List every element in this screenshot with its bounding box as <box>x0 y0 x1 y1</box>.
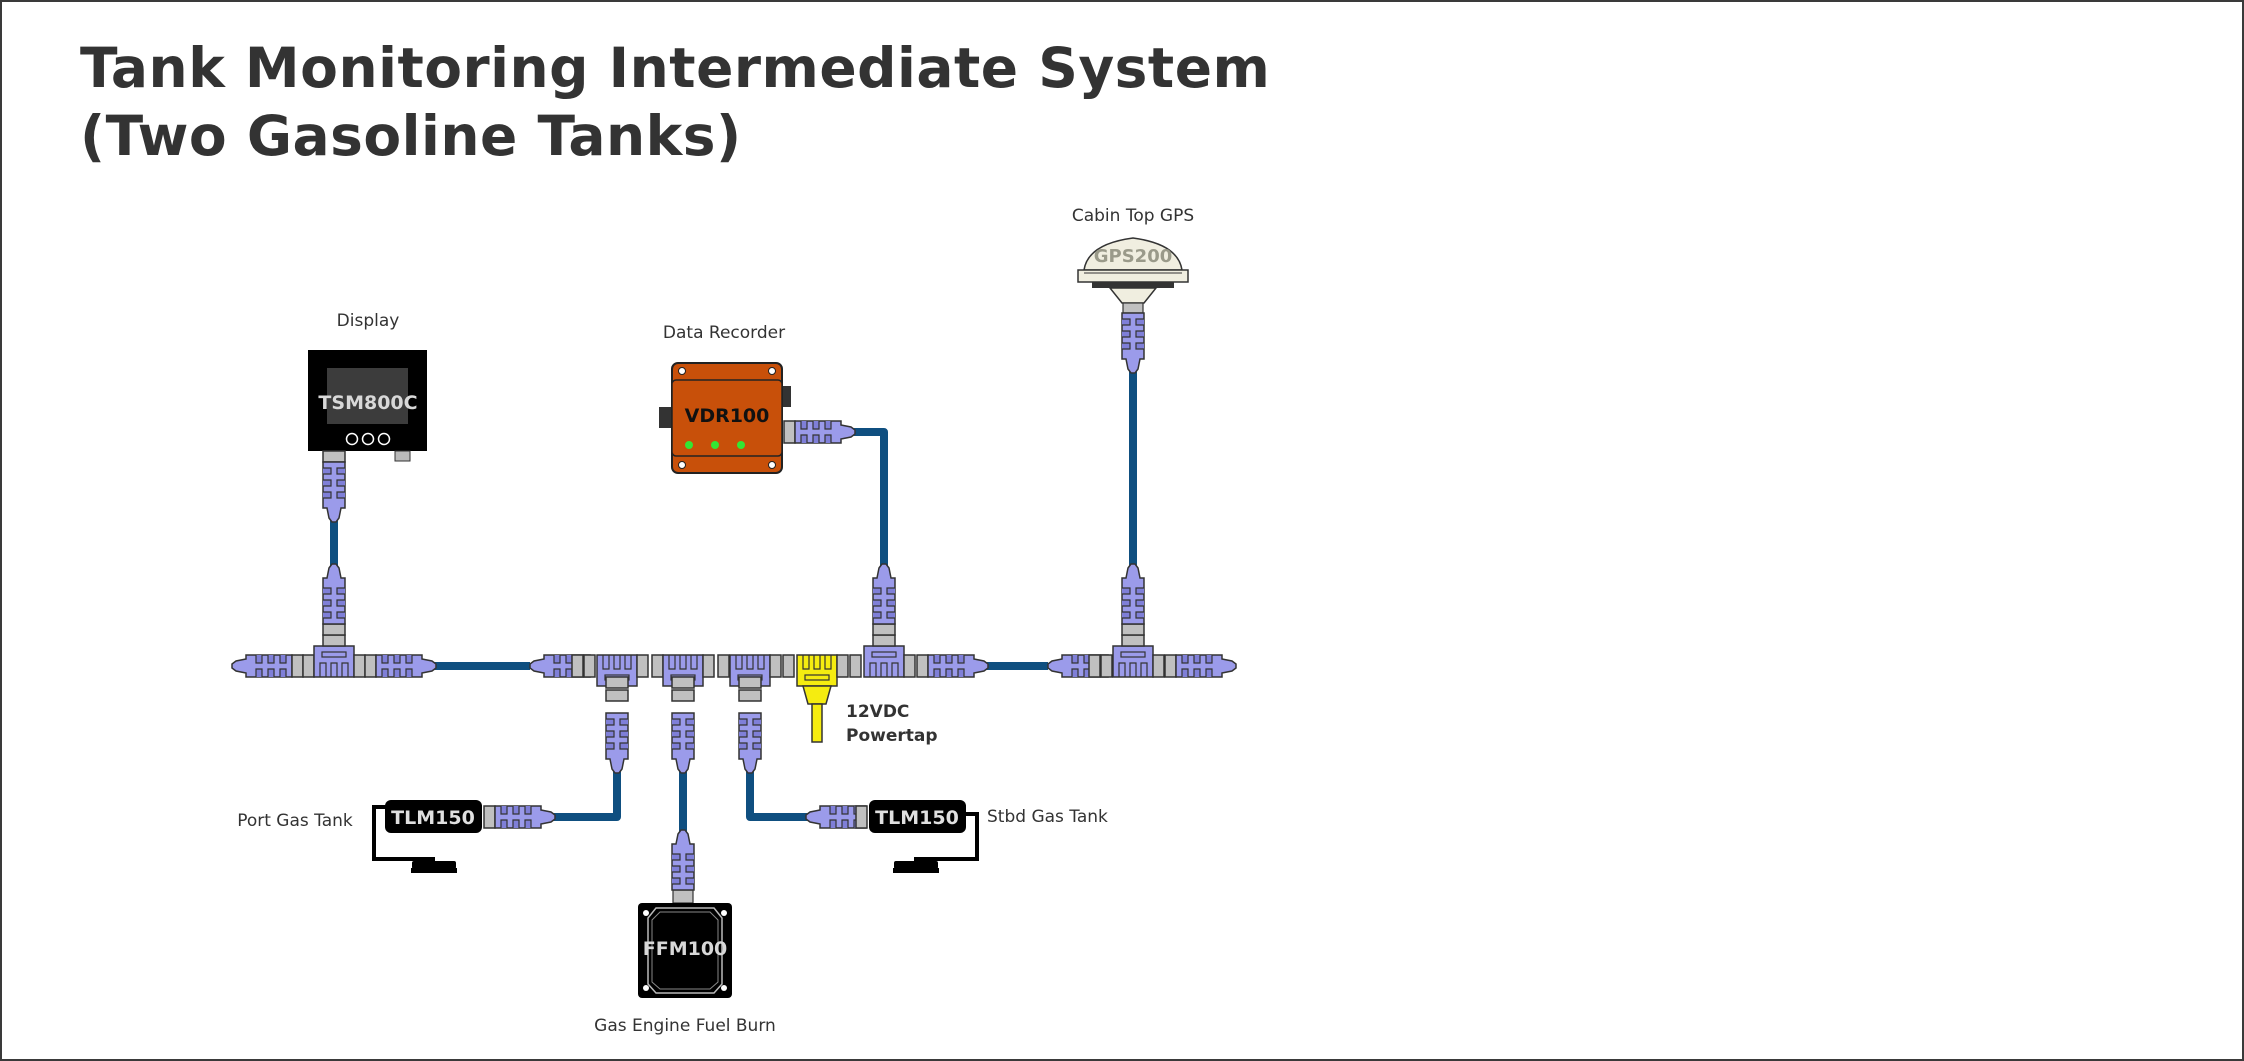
port-tank-sensor[interactable]: Port Gas Tank TLM150 <box>237 800 556 873</box>
backbone-segment-right[interactable] <box>1047 563 1237 678</box>
cable-vdr-drop <box>845 428 888 575</box>
fuel-flow-label: Gas Engine Fuel Burn <box>594 1016 776 1036</box>
gps-label: Cabin Top GPS <box>1072 206 1194 226</box>
powertap <box>796 654 838 743</box>
vdr-device[interactable]: Data Recorder VDR100 <box>659 323 856 474</box>
tee-display <box>313 645 355 678</box>
backbone-segment-left[interactable] <box>231 563 437 678</box>
display-model: TSM800C <box>318 392 417 414</box>
cable-port-tank <box>545 757 621 821</box>
display-device[interactable]: Display TSM800C <box>308 311 427 523</box>
tee-gps <box>1112 645 1154 678</box>
fuel-flow-model: FFM100 <box>643 938 728 960</box>
terminator-right <box>1175 654 1237 678</box>
led-2 <box>711 441 719 449</box>
title-line-2: (Two Gasoline Tanks) <box>80 104 742 168</box>
stbd-tank-label: Stbd Gas Tank <box>987 807 1108 827</box>
powertap-label: 12VDC Powertap <box>846 702 938 746</box>
powertap-label-line-2: Powertap <box>846 726 938 746</box>
stbd-tank-sensor[interactable]: TLM150 Stbd Gas Tank <box>805 800 1108 873</box>
cable-stbd-tank <box>746 757 809 821</box>
title-line-1: Tank Monitoring Intermediate System <box>80 36 1271 100</box>
page-title: Tank Monitoring Intermediate System (Two… <box>80 34 1270 170</box>
stbd-tank-model: TLM150 <box>875 807 959 829</box>
led-3 <box>737 441 745 449</box>
led-1 <box>685 441 693 449</box>
display-label: Display <box>337 311 400 331</box>
vdr-label: Data Recorder <box>663 323 785 343</box>
powertap-label-line-1: 12VDC <box>846 702 909 722</box>
vdr-model: VDR100 <box>685 405 770 427</box>
backbone-segment-middle[interactable] <box>529 563 989 774</box>
port-tank-label: Port Gas Tank <box>237 811 353 831</box>
gps-model: GPS200 <box>1094 246 1173 267</box>
terminator-left <box>231 654 293 678</box>
gps-device[interactable]: Cabin Top GPS GPS200 <box>1072 206 1194 374</box>
tee-vdr <box>863 645 905 678</box>
fuel-flow-meter[interactable]: FFM100 Gas Engine Fuel Burn <box>594 829 776 1036</box>
port-tank-model: TLM150 <box>391 807 475 829</box>
